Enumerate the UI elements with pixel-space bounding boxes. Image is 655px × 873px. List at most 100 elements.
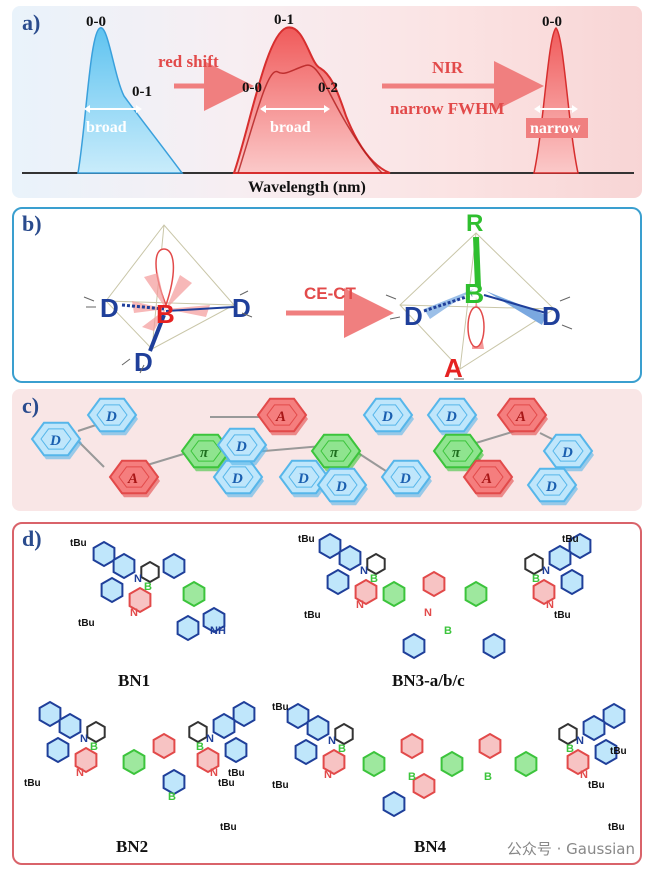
boron-atom: B bbox=[168, 791, 176, 803]
hexagon-blue-6: D bbox=[362, 397, 414, 436]
benzene-ring bbox=[464, 580, 488, 608]
bn1-label: BN1 bbox=[118, 671, 150, 690]
boron-atom: B bbox=[338, 743, 346, 755]
carbazole-ring bbox=[58, 712, 82, 740]
tbu-label: tBu bbox=[272, 780, 289, 791]
hexagon-label: A bbox=[275, 409, 286, 425]
carbazole-ring bbox=[224, 736, 248, 764]
hexagon-label: D bbox=[49, 433, 61, 449]
panel-a: a) 0-0 0-1 bbox=[12, 6, 642, 198]
benzene-ring bbox=[440, 750, 464, 778]
hexagon-blue-4: D bbox=[212, 459, 264, 498]
right-r-group: R bbox=[466, 210, 483, 237]
phenyl-ring bbox=[524, 552, 544, 576]
hexagon-label: D bbox=[297, 471, 309, 487]
wavelength-axis-label: Wavelength (nm) bbox=[248, 179, 366, 196]
panel-a-label: a) bbox=[22, 10, 41, 35]
carbazole-ring bbox=[326, 568, 350, 596]
bn4-label: BN4 bbox=[414, 837, 447, 856]
nitrogen-atom: N bbox=[542, 565, 550, 577]
carbazole-ring bbox=[202, 606, 226, 634]
blue-emission-peak bbox=[77, 27, 184, 174]
hexagon-label: D bbox=[445, 409, 457, 425]
emission-spectra-diagram: 0-0 0-1 broad red shift 0-1 0-0 0-2 broa… bbox=[22, 12, 634, 196]
carbazole-ring bbox=[162, 552, 186, 580]
peak2-right-label: 0-2 bbox=[318, 80, 338, 96]
carbazole-ring bbox=[560, 568, 584, 596]
nitrogen-atom: N bbox=[328, 735, 336, 747]
pyridine-ring bbox=[322, 748, 346, 776]
red-narrow-emission-peak bbox=[533, 26, 579, 174]
hexagon-label: D bbox=[335, 479, 347, 495]
carbazole-ring bbox=[46, 736, 70, 764]
hexagon-red-10: A bbox=[496, 397, 548, 436]
hexagon-blue-12: D bbox=[278, 459, 330, 498]
hexagon-red-2: A bbox=[108, 459, 160, 498]
geometry-diagram: D D D B CE-CT R B D D A bbox=[83, 210, 573, 381]
ce-ct-label: CE-CT bbox=[304, 284, 357, 303]
hexagon-label: A bbox=[515, 409, 526, 425]
benzene-ring bbox=[382, 580, 406, 608]
nitrogen-atom: N bbox=[424, 607, 432, 619]
nitrogen-atom: N bbox=[576, 735, 584, 747]
peak1-width-label: broad bbox=[86, 119, 127, 136]
hexagon-blue-9: D bbox=[380, 459, 432, 498]
panel-b-label: b) bbox=[22, 211, 42, 236]
red-shift-label: red shift bbox=[158, 52, 219, 71]
phenyl-ring bbox=[558, 722, 578, 746]
tbu-label: tBu bbox=[220, 822, 237, 833]
tbu-label: tBu bbox=[554, 610, 571, 621]
pyridine-ring bbox=[152, 732, 176, 760]
hexagon-label: D bbox=[235, 439, 247, 455]
tbu-label: tBu bbox=[70, 538, 87, 549]
boron-atom: B bbox=[196, 741, 204, 753]
carbazole-ring bbox=[232, 700, 256, 728]
left-donor-3: D bbox=[134, 347, 153, 377]
hexagon-label: A bbox=[481, 471, 492, 487]
nitrogen-atom: N bbox=[360, 565, 368, 577]
boron-atom: B bbox=[90, 741, 98, 753]
phenyl-ring bbox=[334, 722, 354, 746]
nitrogen-atom: N bbox=[80, 733, 88, 745]
nitrogen-atom: N bbox=[324, 769, 332, 781]
bn3-label: BN3-a/b/c bbox=[392, 671, 465, 690]
hexagon-label: D bbox=[561, 445, 573, 461]
right-donor-2: D bbox=[542, 301, 561, 331]
carbazole-ring bbox=[602, 702, 626, 730]
carbazole-ring bbox=[402, 632, 426, 660]
hexagon-blue-13: D bbox=[542, 433, 594, 472]
panel-c-label: c) bbox=[22, 393, 40, 418]
hexagon-label: π bbox=[200, 445, 209, 461]
carbazole-ring bbox=[294, 738, 318, 766]
carbazole-ring bbox=[568, 532, 592, 560]
charge-transfer-lobe bbox=[467, 306, 485, 348]
peak3-top-label: 0-0 bbox=[542, 14, 562, 30]
tbu-label: tBu bbox=[304, 610, 321, 621]
tbu-label: tBu bbox=[78, 618, 95, 629]
tbu-label: tBu bbox=[218, 778, 235, 789]
nh-label: NH bbox=[210, 625, 226, 637]
tbu-label: tBu bbox=[228, 768, 245, 779]
r-b-bond bbox=[473, 236, 481, 288]
carbazole-ring bbox=[212, 712, 236, 740]
hexagon-green-11: π bbox=[310, 433, 362, 472]
tbu-label: tBu bbox=[272, 702, 289, 713]
hexagon-label: π bbox=[330, 445, 339, 461]
tbu-label: tBu bbox=[24, 778, 41, 789]
carbazole-ring bbox=[112, 552, 136, 580]
peak2-width-label: broad bbox=[270, 119, 311, 136]
tbu-label: tBu bbox=[608, 822, 625, 833]
tbu-label: tBu bbox=[562, 534, 579, 545]
panel-b: b) D D D B CE-CT bbox=[12, 207, 642, 383]
left-donor-2: D bbox=[232, 293, 251, 323]
hexagon-label: D bbox=[105, 409, 117, 425]
peak1-top-label: 0-0 bbox=[86, 14, 106, 30]
boron-atom: B bbox=[444, 625, 452, 637]
pyridine-ring bbox=[354, 578, 378, 606]
pyridine-ring bbox=[74, 746, 98, 774]
hexagon-label: D bbox=[399, 471, 411, 487]
carbazole-ring bbox=[382, 790, 406, 818]
phenyl-ring bbox=[140, 560, 160, 584]
phenyl-ring bbox=[188, 720, 208, 744]
